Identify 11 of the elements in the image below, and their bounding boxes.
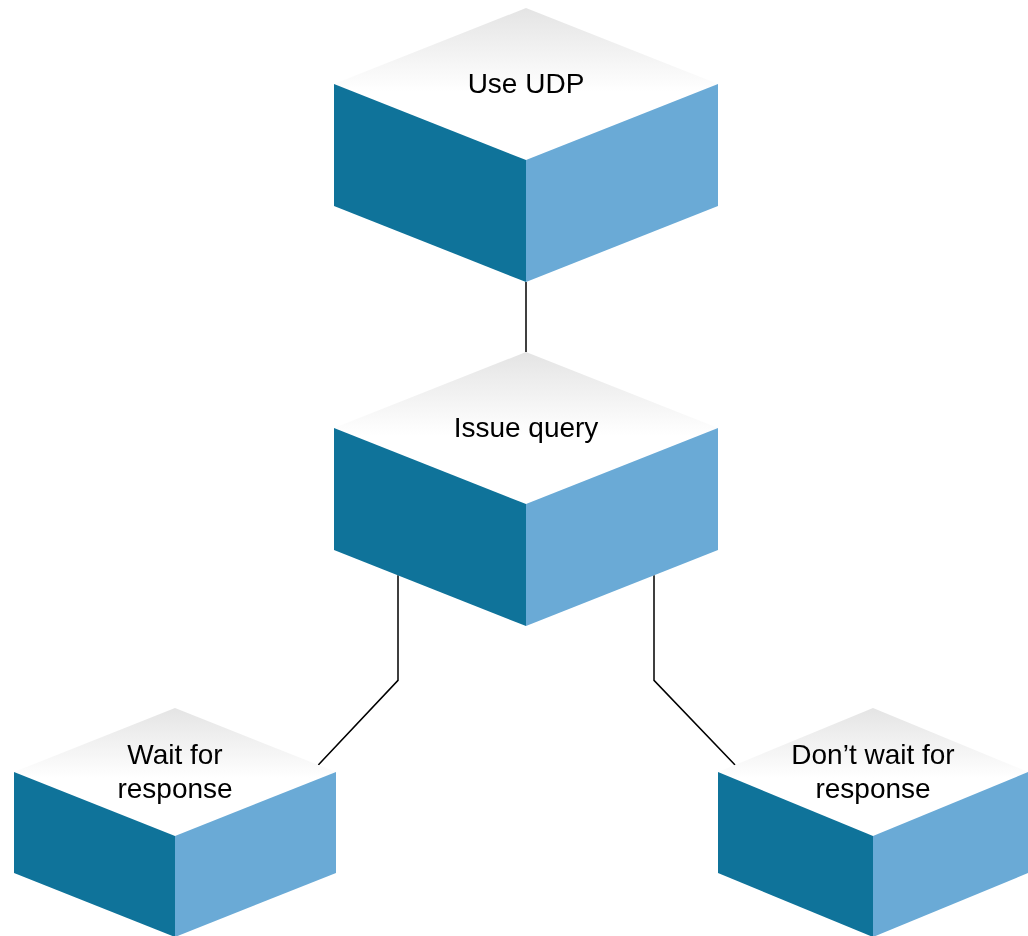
- node-label: Issue query: [452, 411, 600, 445]
- connector-line: [653, 574, 736, 766]
- connector-line: [317, 574, 399, 766]
- process-cube: [334, 352, 718, 626]
- connector-line: [525, 281, 527, 353]
- node-label: Wait for response: [116, 738, 234, 806]
- node-label: Don’t wait for response: [790, 738, 956, 806]
- process-cube: [334, 8, 718, 282]
- process-cube: [14, 708, 336, 936]
- process-cube: [718, 708, 1028, 936]
- node-label: Use UDP: [466, 67, 586, 101]
